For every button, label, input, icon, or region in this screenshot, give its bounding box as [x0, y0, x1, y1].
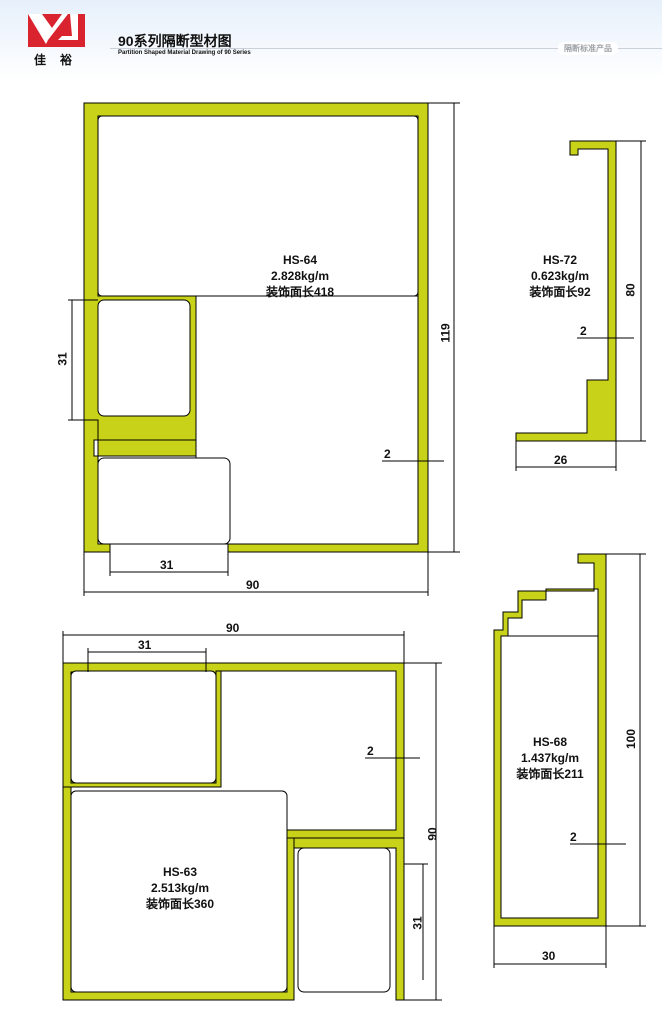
header-divider: [110, 48, 662, 49]
dim-hs72-height: 80: [623, 283, 638, 297]
profile-weight: 1.437kg/m: [520, 751, 580, 765]
profile-label-hs63: HS-63 2.513kg/m 装饰面长360: [120, 864, 240, 912]
dim-hs64-slot-height: 31: [55, 352, 70, 366]
profile-decor-length: 装饰面长360: [145, 897, 215, 911]
brand-logo-icon: [28, 14, 85, 47]
profile-label-hs64: HS-64 2.828kg/m 装饰面长418: [240, 252, 360, 300]
dim-hs63-slot-width: 31: [138, 638, 152, 652]
profile-label-hs68: HS-68 1.437kg/m 装饰面长211: [500, 734, 600, 782]
dim-hs63-wall: 2: [367, 744, 374, 758]
category-tag: 隔断标准产品: [558, 42, 618, 55]
dim-hs68-height: 100: [624, 728, 639, 750]
page-header: 佳裕 90系列隔断型材图 Partition Shaped Material D…: [0, 0, 662, 80]
profile-decor-length: 装饰面长92: [529, 285, 591, 299]
profile-decor-length: 装饰面长211: [516, 767, 584, 781]
profile-weight: 2.828kg/m: [270, 269, 330, 283]
dim-hs72-width: 26: [554, 453, 568, 467]
dim-hs63-height: 90: [425, 827, 440, 841]
profile-weight: 2.513kg/m: [150, 881, 210, 895]
dim-hs68-width: 30: [542, 949, 556, 963]
dim-hs72-wall: 2: [580, 324, 587, 338]
dim-hs64-slot-width: 31: [160, 558, 174, 572]
profile-weight: 0.623kg/m: [530, 269, 590, 283]
dim-hs64-wall: 2: [384, 447, 391, 461]
dim-hs63-slot-height: 31: [410, 916, 425, 930]
page-subtitle: Partition Shaped Material Drawing of 90 …: [118, 50, 251, 56]
profile-code: HS-72: [542, 253, 577, 267]
dim-hs64-height: 119: [438, 323, 453, 343]
dim-hs68-wall: 2: [570, 830, 577, 844]
profile-code: HS-64: [282, 253, 317, 267]
dim-hs63-width: 90: [226, 621, 240, 635]
profile-decor-length: 装饰面长418: [265, 285, 335, 299]
brand-name: 佳裕: [34, 53, 87, 67]
profile-code: HS-63: [162, 865, 197, 879]
profile-code: HS-68: [532, 735, 567, 749]
profile-label-hs72: HS-72 0.623kg/m 装饰面长92: [510, 252, 610, 300]
page-title: 90系列隔断型材图: [118, 33, 232, 49]
dim-hs64-width: 90: [246, 578, 260, 592]
